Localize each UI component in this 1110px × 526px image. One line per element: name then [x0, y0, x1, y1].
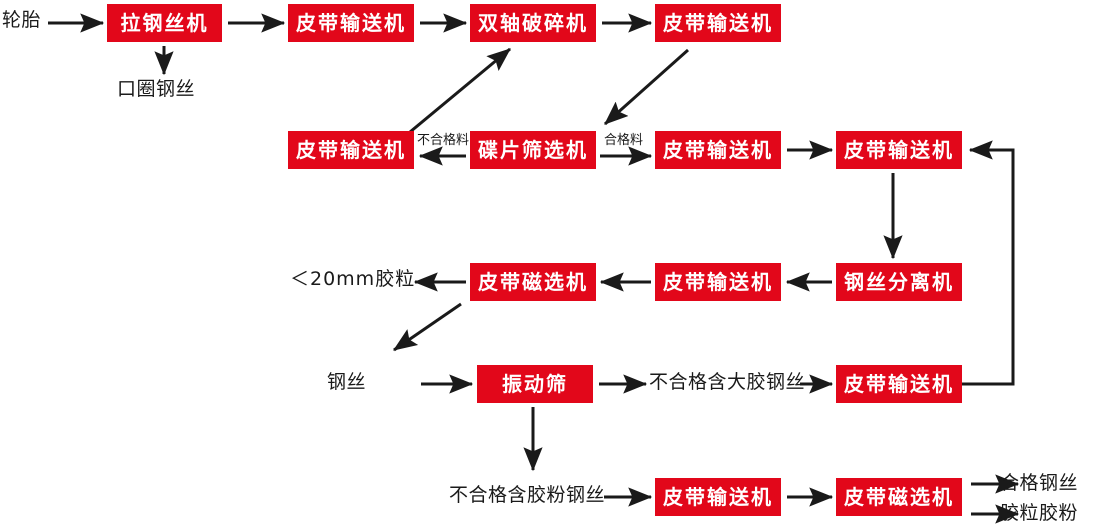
- node-belt-conveyor-5[interactable]: 皮带输送机: [655, 263, 781, 301]
- node-belt-magnetic-separator-2[interactable]: 皮带磁选机: [836, 478, 962, 516]
- edge-label-qualified-material: 合格料: [604, 133, 644, 148]
- label-steel-wire: 钢丝: [327, 371, 367, 393]
- node-twin-shaft-shredder[interactable]: 双轴破碎机: [470, 4, 596, 42]
- node-wire-drawing-machine[interactable]: 拉钢丝机: [107, 4, 222, 42]
- label-granules-under-20mm: ＜20mm胶粒: [290, 268, 416, 290]
- label-rubber-granule-powder: 胶粒胶粉: [1000, 502, 1079, 524]
- label-reject-powder-wire: 不合格含胶粉钢丝: [449, 484, 606, 506]
- node-wire-separator[interactable]: 钢丝分离机: [836, 263, 962, 301]
- edge-feedback-loop: [962, 140, 1015, 386]
- label-reject-large-rubber-wire: 不合格含大胶钢丝: [649, 371, 806, 393]
- edge-magsep1-to-steelwire: [393, 302, 462, 352]
- node-belt-conveyor-1[interactable]: 皮带输送机: [288, 4, 414, 42]
- node-belt-conveyor-reject[interactable]: 皮带输送机: [288, 131, 414, 169]
- label-tire: 轮胎: [2, 9, 42, 31]
- node-belt-conveyor-3[interactable]: 皮带输送机: [655, 131, 781, 169]
- edge-rejectconveyor-to-shredder: [409, 47, 511, 134]
- label-bead-wire: 口圈钢丝: [117, 78, 196, 100]
- node-belt-conveyor-4[interactable]: 皮带输送机: [836, 131, 962, 169]
- node-belt-magnetic-separator-1[interactable]: 皮带磁选机: [470, 263, 596, 301]
- node-disc-screen[interactable]: 碟片筛选机: [470, 131, 596, 169]
- node-belt-conveyor-6[interactable]: 皮带输送机: [836, 365, 962, 403]
- edge-conveyor2-to-discscreen: [604, 48, 689, 126]
- node-belt-conveyor-2[interactable]: 皮带输送机: [655, 4, 781, 42]
- node-vibrating-screen[interactable]: 振动筛: [477, 365, 593, 403]
- node-belt-conveyor-7[interactable]: 皮带输送机: [655, 478, 781, 516]
- label-qualified-steel-wire: 合格钢丝: [1000, 472, 1079, 494]
- edge-label-unqualified-material: 不合格料: [417, 133, 470, 148]
